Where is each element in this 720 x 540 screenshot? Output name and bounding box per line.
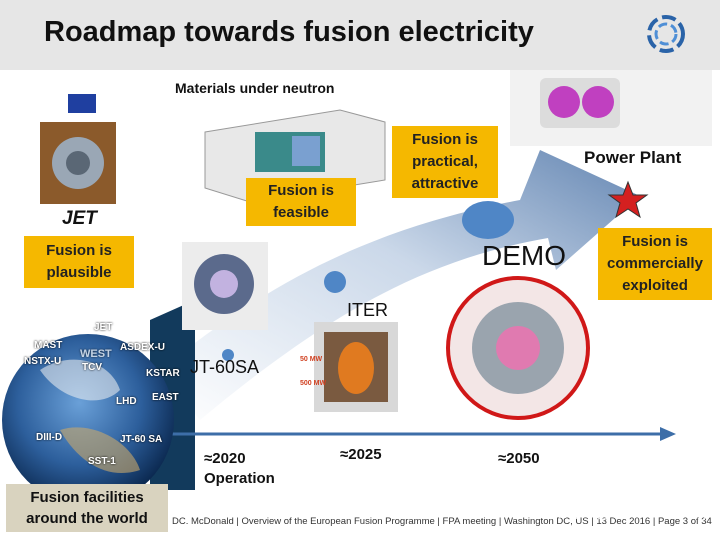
materials-header: Materials under neutron <box>175 80 335 96</box>
globe-label: DIII-D <box>36 432 63 443</box>
jet-device-image <box>40 122 116 204</box>
globe-label: EAST <box>152 392 179 403</box>
demo-device-image <box>472 302 564 394</box>
page-title: Roadmap towards fusion electricity <box>44 16 534 48</box>
power-plant-label: Power Plant <box>584 148 682 167</box>
iter-label: ITER <box>347 300 389 320</box>
caption-box: Fusion facilities around the world <box>6 484 168 532</box>
iter-power-500: 500 MW <box>300 380 327 387</box>
globe-label: ASDEX-U <box>120 342 166 353</box>
iter-dot <box>324 271 346 293</box>
timeline-arrowhead <box>660 427 676 441</box>
jet-label: JET <box>62 208 97 229</box>
iter-device-image <box>314 322 398 412</box>
jt60sa-label: JT-60SA <box>190 357 260 377</box>
timeline-2050: ≈2050 <box>498 450 540 467</box>
globe-label: JET <box>94 322 113 333</box>
globe-label: WEST <box>80 348 112 360</box>
globe-label: SST-1 <box>88 456 116 467</box>
jt60sa-dot <box>222 349 234 361</box>
timeline-2020: ≈2020 <box>204 450 246 467</box>
star-icon <box>607 180 649 219</box>
logo-icon <box>647 15 685 53</box>
jt60sa-device-image <box>182 242 268 330</box>
box-commercial: Fusion is commercially exploited <box>598 228 712 300</box>
globe-label: NSTX-U <box>24 356 62 367</box>
roadmap-arrow <box>160 150 640 420</box>
box-plausible: Fusion is plausible <box>24 236 134 288</box>
power-plant-image <box>510 70 712 146</box>
globe-label: TCV <box>82 362 102 373</box>
globe-label: KSTAR <box>146 368 180 379</box>
demo-dot <box>462 201 514 239</box>
timeline-2025: ≈2025 <box>340 446 382 463</box>
timeline-2020-operation: Operation <box>204 470 275 487</box>
title-bar <box>0 0 720 70</box>
globe-label: JT-60 SA <box>120 434 163 445</box>
demo-label: DEMO <box>482 240 566 271</box>
box-feasible: Fusion is feasible <box>246 178 356 226</box>
globe-label: LHD <box>116 396 137 407</box>
watermark-text: 知乎 @tom zhang <box>548 500 708 522</box>
box-practical: Fusion is practical, attractive <box>392 126 498 198</box>
globe-label: MAST <box>34 340 63 351</box>
footer-text: DC. McDonald | Overview of the European … <box>172 516 712 527</box>
eu-flag-icon <box>68 94 96 113</box>
iter-power-50: 50 MW <box>300 356 323 363</box>
